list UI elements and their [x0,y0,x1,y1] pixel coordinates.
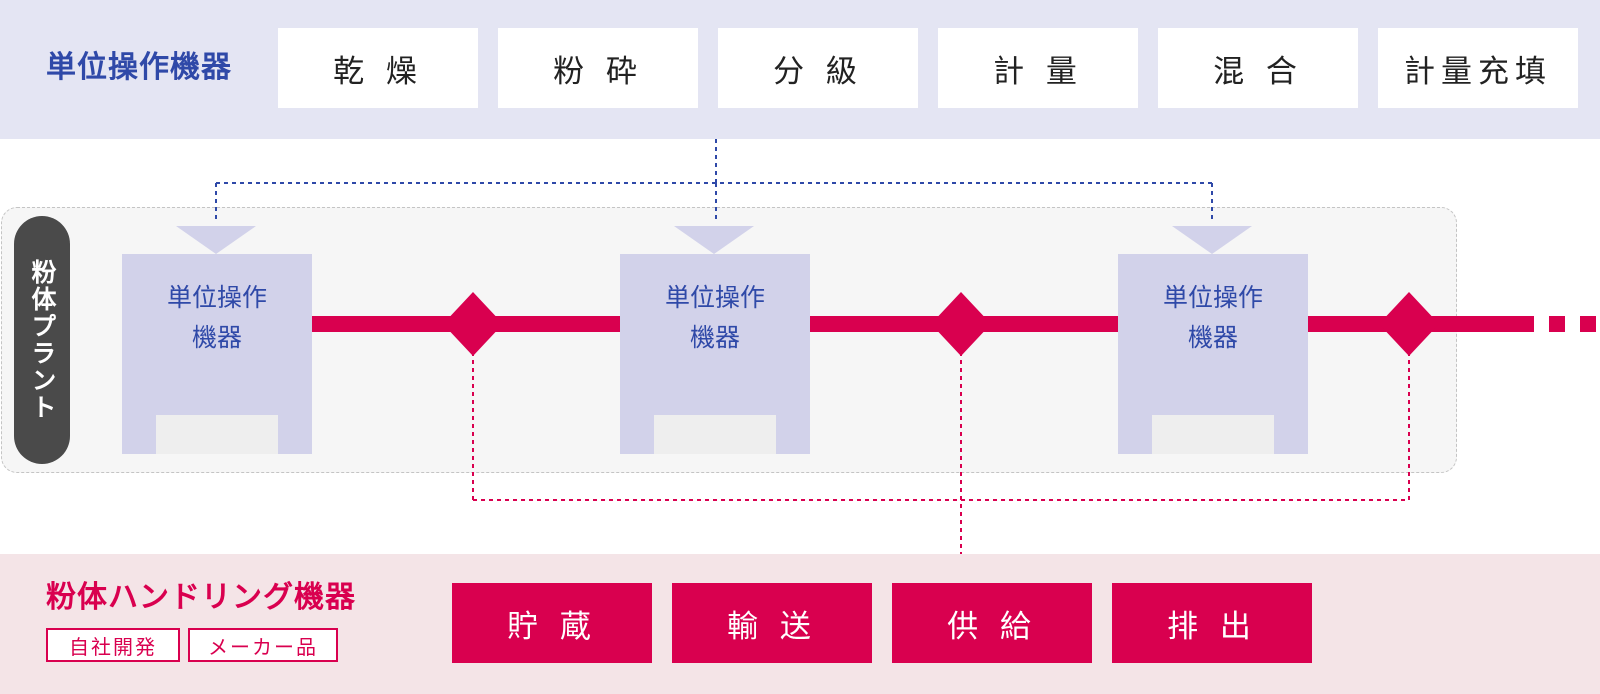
op-box-drying: 乾 燥 [278,28,478,108]
unit-label: 単位操作 機器 [1118,278,1308,358]
handling-title: 粉体ハンドリング機器 [46,580,356,615]
plant-label: 粉体プラント [28,259,57,421]
tag-maker-product: メーカー品 [188,628,338,662]
unit-equipment-3: 単位操作 機器 [1118,226,1308,454]
plant-label-pill: 粉体プラント [14,216,70,464]
continuation-dot-2 [1580,316,1596,332]
hopper-icon [674,226,754,254]
op-box-classifying: 分 級 [718,28,918,108]
unit-equipment-2: 単位操作 機器 [620,226,810,454]
unit-label-line1: 単位操作 [664,283,765,312]
unit-label-line1: 単位操作 [1162,283,1263,312]
unit-base [1152,415,1274,454]
hopper-icon [1172,226,1252,254]
h-box-conveying: 輸 送 [672,583,872,663]
unit-label-line2: 機器 [191,323,242,352]
unit-equipment-1: 単位操作 機器 [122,226,312,454]
op-box-weigh-filling: 計量充填 [1378,28,1578,108]
unit-base [156,415,278,454]
unit-label: 単位操作 機器 [620,278,810,358]
hopper-icon [176,226,256,254]
tag-in-house: 自社開発 [46,628,180,662]
junction-diamond-3 [1379,292,1439,356]
bottom-dotted-links [472,352,1410,554]
unit-label: 単位操作 機器 [122,278,312,358]
op-box-grinding: 粉 砕 [498,28,698,108]
h-box-storage: 貯 蔵 [452,583,652,663]
op-box-mixing: 混 合 [1158,28,1358,108]
unit-operations-title: 単位操作機器 [46,50,232,85]
op-box-weighing: 計 量 [938,28,1138,108]
unit-label-line2: 機器 [1187,323,1238,352]
unit-label-line2: 機器 [689,323,740,352]
h-box-feeding: 供 給 [892,583,1092,663]
top-dotted-links [215,139,1213,222]
unit-label-line1: 単位操作 [166,283,267,312]
h-box-discharge: 排 出 [1112,583,1312,663]
continuation-dot-1 [1549,316,1565,332]
junction-diamond-2 [931,292,991,356]
process-line [312,292,1596,356]
junction-diamond-1 [443,292,503,356]
unit-base [654,415,776,454]
